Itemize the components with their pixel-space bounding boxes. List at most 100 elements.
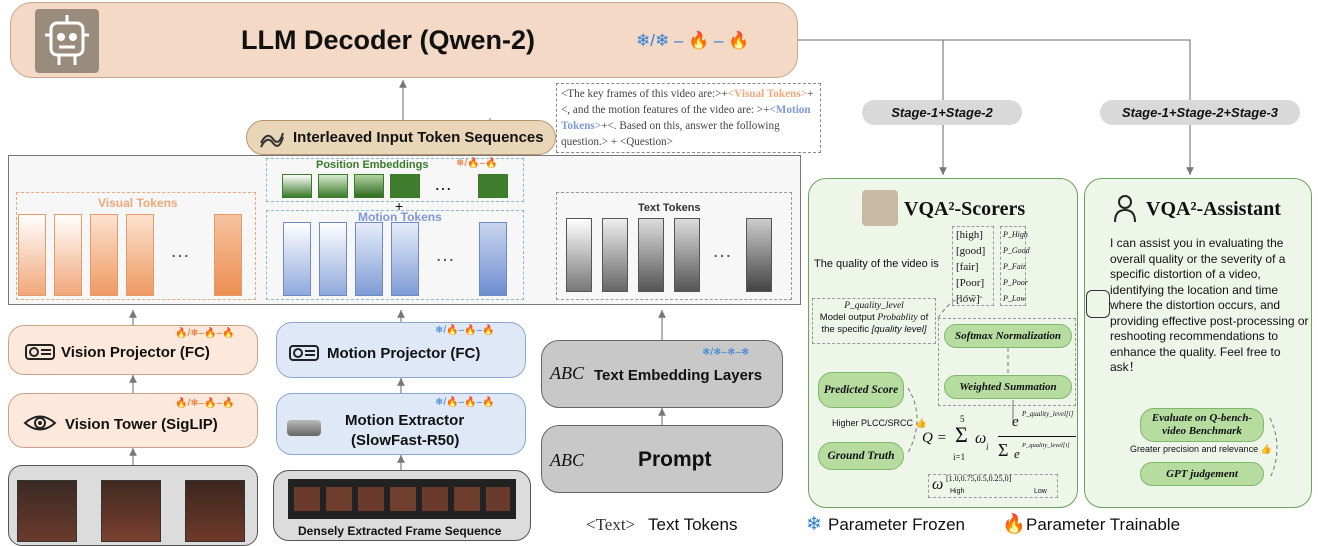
legend-frozen-label: Parameter Frozen	[828, 515, 965, 534]
abc-icon: ABC	[550, 450, 584, 470]
motion-tokens-group	[266, 210, 524, 300]
position-token-ellipsis: …	[434, 174, 452, 194]
vision-tower-label: Vision Tower (SigLIP)	[65, 416, 218, 433]
formula-exp-numerator: P_quality_level[i]	[1022, 410, 1074, 418]
text-tokens-label: Text Tokens	[638, 202, 701, 214]
ground-truth-pill: Ground Truth	[818, 442, 904, 470]
visual-token-bar	[54, 214, 82, 296]
formula-q: Q =	[922, 430, 947, 446]
prob-list: P_High P_Good P_Fair P_Poor P_Low	[1000, 226, 1030, 306]
visual-token-ellipsis: …	[170, 240, 190, 262]
motion-token-ellipsis: …	[435, 244, 455, 266]
prob-item: P_Fair	[1003, 262, 1027, 271]
visual-tokens-group	[16, 192, 256, 300]
higher-plcc-label: Higher PLCC/SRCC 👍	[832, 418, 927, 428]
interleave-icon	[259, 127, 285, 149]
text-token-bar	[746, 218, 772, 292]
prob-item: P_Poor	[1003, 278, 1028, 287]
vision-projector-label: Vision Projector (FC)	[61, 344, 210, 361]
motion-tokens-label: Motion Tokens	[358, 210, 442, 224]
formula-omega: ω	[975, 430, 987, 447]
film-strip	[288, 479, 516, 519]
formula-fraction-bar	[998, 436, 1076, 437]
weighted-summation-pill: Weighted Summation	[944, 375, 1072, 399]
model-output-text: Model output	[819, 312, 875, 323]
assistant-text: I can assist you in evaluating the overa…	[1110, 236, 1309, 374]
p-quality-level: P_quality_level	[844, 301, 904, 311]
prompt-label: Prompt	[638, 448, 712, 471]
formula-top: 5	[960, 414, 965, 424]
visual-token-bar	[18, 214, 46, 296]
vision-tower-state: 🔥/❄–🔥–🔥	[175, 398, 235, 409]
frame-sequence-label: Densely Extracted Frame Sequence	[298, 524, 502, 538]
position-embeddings-label: Position Embeddings	[316, 159, 429, 171]
template-part-1: <The key frames of this video are:>+	[561, 88, 728, 100]
level-item: [Poor]	[956, 277, 985, 289]
interleaved-token-block: Interleaved Input Token Sequences	[246, 120, 556, 155]
position-embeddings-state: ❄/🔥–🔥	[456, 158, 498, 169]
level-item: [good]	[956, 245, 986, 257]
omega-high: High	[950, 488, 965, 495]
text-token-bar	[602, 218, 628, 292]
position-token	[318, 174, 348, 198]
text-token-bar	[674, 218, 700, 292]
formula-e-numerator: e	[1012, 414, 1019, 430]
softmax-normalization-pill: Softmax Normalization	[944, 324, 1072, 348]
template-part-5: +<. Based on this, answer the following …	[561, 120, 780, 148]
visual-token-bar	[90, 214, 118, 296]
motion-token-bar	[319, 222, 347, 296]
template-motion-tokens: <Motion Tokens>	[561, 104, 811, 132]
position-token	[478, 174, 508, 198]
legend-trainable-label: Parameter Trainable	[1026, 515, 1181, 534]
motion-projector-label: Motion Projector (FC)	[327, 345, 481, 362]
motion-projector-block: Motion Projector (FC) ❄/🔥–🔥–🔥	[276, 322, 526, 378]
robot-icon	[35, 9, 99, 73]
visual-token-bar	[214, 214, 242, 296]
formula-omega-sub: i	[986, 442, 989, 452]
model-output-note: P_quality_level Model output Probablity …	[812, 298, 936, 344]
motion-extractor-label: Motion Extractor	[345, 412, 465, 429]
motion-extractor-sublabel: (SlowFast-R50)	[351, 432, 460, 449]
legend-text-tokens-label: Text Tokens	[648, 515, 738, 534]
stage-1-2-3-pill: Stage-1+Stage-2+Stage-3	[1100, 100, 1300, 125]
predicted-score-pill: Predicted Score	[818, 372, 904, 408]
interleaved-label: Interleaved Input Token Sequences	[293, 129, 544, 146]
model-output-level: [quality level]	[871, 324, 927, 335]
softmax-group	[938, 318, 1076, 406]
template-visual-tokens: <Visual Tokens>	[727, 88, 807, 100]
llm-param-state: ❄/❄ – 🔥 – 🔥	[636, 31, 750, 50]
legend-text-tokens-symbol: <Text>	[586, 515, 636, 534]
omega-low: Low	[1034, 488, 1047, 495]
scorer-arrows	[907, 295, 1014, 454]
plus-sign: +	[395, 198, 404, 214]
keyframe-image	[185, 480, 245, 542]
omega-symbol: ω	[932, 476, 944, 493]
flame-icon: 🔥	[1002, 514, 1026, 535]
snowflake-icon: ❄	[806, 514, 822, 535]
evaluate-qbench-pill: Evaluate on Q-bench-video Benchmark	[1140, 408, 1264, 442]
greater-precision-label: Greater precision and relevance 👍	[1130, 444, 1272, 454]
formula-sum-denominator: Σ	[998, 440, 1009, 460]
prob-item: P_Low	[1003, 294, 1026, 303]
llm-decoder-title: LLM Decoder (Qwen-2)	[241, 25, 536, 55]
formula-e-denominator: e	[1014, 446, 1020, 461]
frame-thumb	[390, 487, 416, 511]
vision-projector-block: Vision Projector (FC) 🔥/❄–🔥–🔥	[8, 325, 258, 375]
frame-thumb	[294, 487, 320, 511]
model-output-line: the specific [quality level]	[815, 324, 933, 336]
visual-tokens-label: Visual Tokens	[98, 196, 178, 210]
template-part-3: +<, and the motion features of the video…	[561, 88, 814, 116]
text-tokens-group	[556, 192, 792, 300]
prob-item: P_Good	[1003, 246, 1030, 255]
projector-icon	[289, 343, 319, 363]
projector-icon	[25, 342, 55, 362]
frame-sequence-block: Densely Extracted Frame Sequence	[273, 470, 531, 541]
scorer-icon	[862, 190, 898, 226]
position-token	[390, 174, 420, 198]
keyframe-image	[101, 480, 161, 542]
text-embedding-block: ABC Text Embedding Layers ❄/❄–❄–❄	[541, 340, 783, 408]
level-item: [fair]	[956, 261, 979, 273]
level-item: [high]	[956, 229, 983, 241]
frame-thumb	[454, 487, 480, 511]
frame-thumb	[326, 487, 352, 511]
